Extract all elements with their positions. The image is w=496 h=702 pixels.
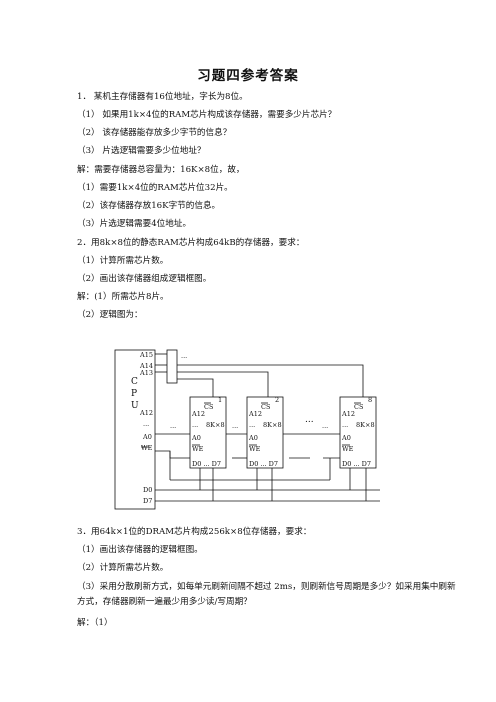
svg-text:2: 2 [275, 396, 279, 404]
question-3-req-3: （3）采用分散刷新方式，如每单元刷新间隔不超过 2ms，则刷新信号周期是多少？如… [77, 582, 456, 607]
pin-a0: A0 [142, 433, 152, 441]
svg-text:A12: A12 [341, 410, 355, 418]
svg-text:A12: A12 [191, 410, 205, 418]
svg-text:A0: A0 [341, 434, 351, 442]
answer-2-1: 解：(1）所需芯片8片。 [77, 292, 169, 302]
question-2-req-1: （1）计算所需芯片数。 [77, 256, 169, 266]
cpu-letter-p: P [131, 389, 137, 399]
svg-text:A0: A0 [248, 434, 258, 442]
bus-dots-3: ... [322, 422, 328, 430]
question-3-req-1: （1）画出该存储器的逻辑框图。 [77, 545, 203, 555]
pin-d0: D0 [143, 486, 152, 494]
question-1-part-3: （3） 片选逻辑需要多少位地址？ [77, 146, 206, 156]
cpu-box [114, 349, 156, 510]
svg-text:8: 8 [368, 396, 372, 404]
chip-1: 1 CS A12 ... 8K×8 A0 WE D0 ... D7 [189, 396, 227, 469]
question-2: 2．用8k×8位的静态RAM芯片构成64kB的存储器，要求： [77, 238, 305, 248]
svg-text:8K×8: 8K×8 [356, 421, 375, 429]
chip-2: 2 CS A12 ... 8K×8 A0 WE D0 ... D7 [246, 396, 284, 469]
svg-text:CS: CS [261, 403, 270, 411]
pin-we: WE [141, 444, 153, 452]
bus-dots-1: ... [170, 422, 176, 430]
question-2-req-2: （2）画出该存储器组成逻辑框图。 [77, 274, 212, 284]
question-3: 3．用64k×1位的DRAM芯片构成256k×8位存储器，要求： [77, 527, 312, 537]
question-1-part-2: （2） 该存储器能存放多少字节的信息？ [77, 128, 232, 138]
svg-text:A0: A0 [191, 434, 201, 442]
answer-1-2: （2）该存储器存放16K字节的信息。 [77, 201, 221, 211]
pin-a13: A13 [139, 369, 153, 377]
cpu-letter-c: C [131, 377, 138, 387]
svg-text:WE: WE [249, 445, 261, 453]
answer-1-1: （1）需要1k×4位的RAM芯片位32片。 [77, 183, 233, 193]
svg-text:8K×8: 8K×8 [206, 421, 225, 429]
svg-text:CS: CS [204, 403, 213, 411]
svg-text:...: ... [192, 421, 198, 429]
svg-text:A12: A12 [248, 410, 262, 418]
svg-text:D0 ... D7: D0 ... D7 [192, 460, 221, 468]
decoder-box [166, 349, 178, 384]
question-1-part-1: （1） 如果用1k×4位的RAM芯片构成该存储器，需要多少片芯片？ [77, 110, 337, 120]
bus-dots-2: ... [232, 422, 238, 430]
svg-text:D0 ... D7: D0 ... D7 [249, 460, 278, 468]
answer-1-3: （3）片选逻辑需要4位地址。 [77, 219, 192, 229]
svg-text:...: ... [342, 421, 348, 429]
decoder-dots: ... [181, 352, 187, 360]
svg-text:1: 1 [218, 396, 222, 404]
question-1: 1． 某机主存储器有16位地址，字长为8位。 [77, 92, 248, 102]
question-1-solution: 解：需要存储器总容量为：16K×8位，故， [77, 165, 245, 175]
svg-text:8K×8: 8K×8 [263, 421, 282, 429]
pin-dots: ... [143, 420, 149, 428]
question-3-solution: 解：（1） [77, 618, 113, 628]
question-3-req-2: （2）计算所需芯片数。 [77, 563, 169, 573]
pin-a15: A15 [139, 351, 153, 359]
svg-text:WE: WE [192, 445, 204, 453]
svg-text:D0 ... D7: D0 ... D7 [342, 460, 371, 468]
answer-2-2: （2）逻辑图为： [77, 310, 143, 320]
pin-d7: D7 [143, 497, 152, 505]
chip-8: 8 CS A12 ... 8K×8 A0 WE D0 ... D7 [339, 396, 377, 469]
cpu-letter-u: U [131, 401, 139, 411]
pin-a14: A14 [139, 362, 153, 370]
chips-ellipsis: ... [305, 415, 314, 425]
pin-a12: A12 [139, 409, 153, 417]
svg-text:...: ... [249, 421, 255, 429]
page-title: 习题四参考答案 [197, 68, 299, 84]
svg-text:CS: CS [354, 403, 363, 411]
svg-text:WE: WE [342, 445, 354, 453]
